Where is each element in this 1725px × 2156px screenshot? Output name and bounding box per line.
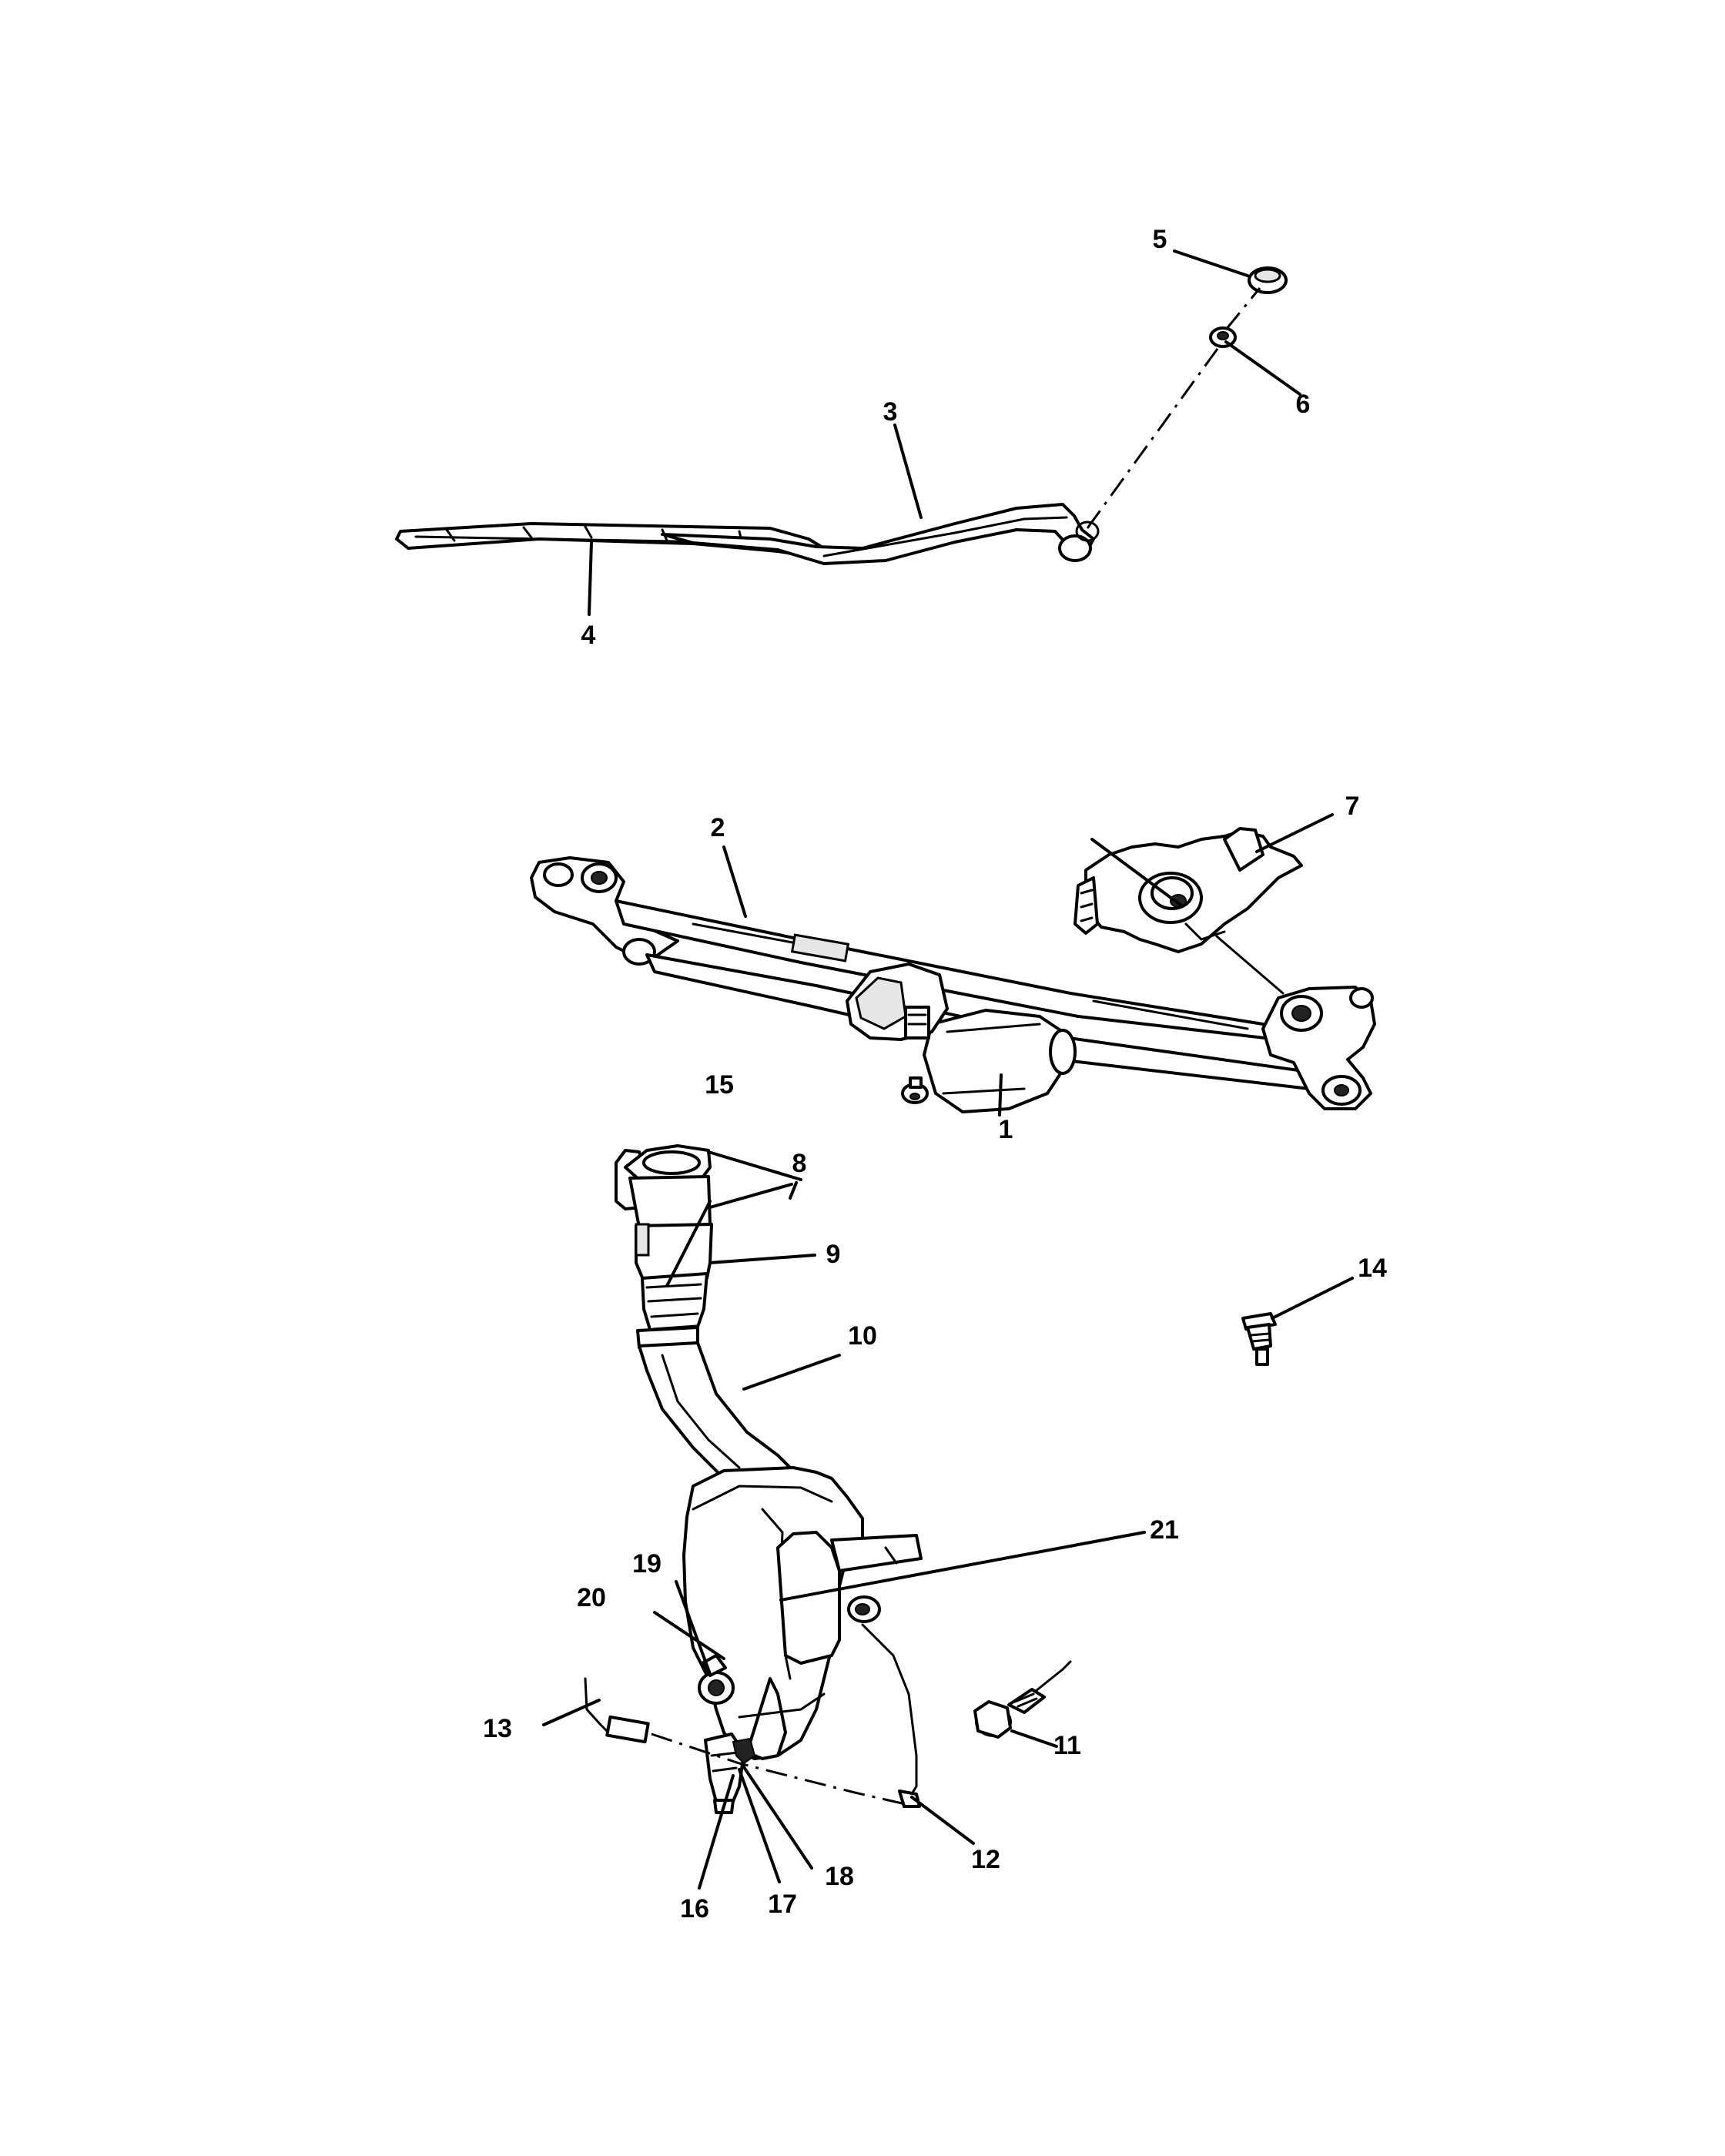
filler-neck-cap: [615, 1144, 712, 1229]
washer-pump: [704, 1732, 756, 1814]
retaining-nut: [1209, 326, 1237, 348]
callout-3: 3: [883, 397, 898, 427]
callout-19: 19: [632, 1549, 662, 1578]
mounting-bolt: [973, 1660, 1072, 1739]
wiring-connector: [584, 1677, 650, 1744]
callout-12: 12: [971, 1845, 1000, 1874]
nut-axis-line: [1224, 287, 1261, 330]
pump-axis-line: [651, 1732, 909, 1806]
callout-4: 4: [581, 621, 596, 650]
wiper-arm: [661, 503, 1100, 565]
callout-16: 16: [680, 1894, 709, 1923]
callout-18: 18: [825, 1862, 854, 1891]
wiper-motor: [846, 962, 1077, 1113]
callout-5: 5: [1153, 225, 1167, 254]
callout-10: 10: [848, 1321, 877, 1351]
wiper-linkage: [530, 856, 1376, 1110]
callout-15: 15: [705, 1070, 734, 1100]
callout-14: 14: [1358, 1254, 1387, 1283]
callout-7: 7: [1345, 792, 1360, 821]
washer-hose: [861, 1623, 921, 1808]
callout-6: 6: [1296, 390, 1311, 419]
callout-17: 17: [768, 1890, 797, 1919]
callout-9: 9: [826, 1240, 841, 1269]
callout-13: 13: [483, 1714, 512, 1743]
wiper-blade: [395, 522, 826, 559]
washer-reservoir: [682, 1466, 923, 1760]
callout-8: 8: [792, 1149, 807, 1178]
callout-1: 1: [999, 1115, 1013, 1144]
arm-axis-line: [1086, 343, 1223, 529]
bracket-link-line: [1215, 935, 1285, 995]
callout-2: 2: [711, 813, 725, 842]
nut-cap: [1248, 266, 1288, 294]
washer-pump-grommet: [847, 1595, 881, 1623]
callout-11: 11: [1053, 1731, 1081, 1760]
callout-labels: 5 6 3 4 7 2 1 15 8 9 10 14 21 19 20 13 1…: [483, 225, 1387, 1923]
callout-21: 21: [1150, 1515, 1179, 1545]
callout-20: 20: [577, 1583, 606, 1612]
push-clip: [1241, 1312, 1277, 1366]
leader-lines: [542, 249, 1354, 1890]
